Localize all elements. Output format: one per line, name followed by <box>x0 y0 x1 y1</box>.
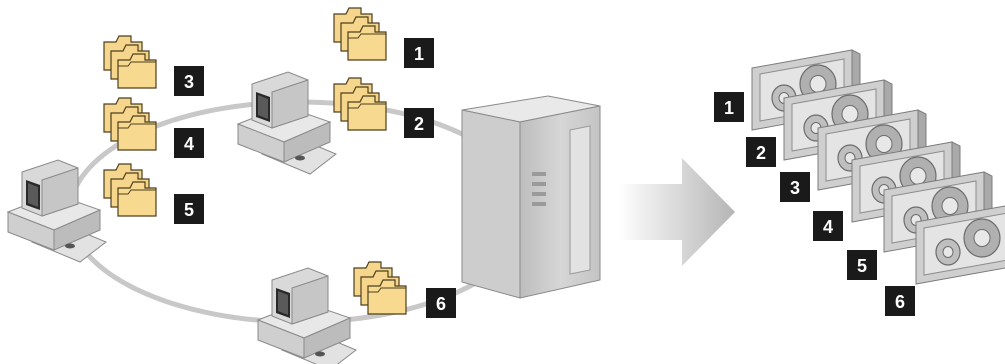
workstation-top-icon <box>237 71 337 175</box>
tape-badge-3: 3 <box>780 172 810 202</box>
folder-badge-label-2: 2 <box>414 114 424 134</box>
folder-group-3: 3 <box>103 35 204 96</box>
folder-group-4: 4 <box>103 97 204 158</box>
workstation-bottom-icon <box>257 267 357 364</box>
tape-badge-label-1: 1 <box>724 98 734 118</box>
tape-badge-label-2: 2 <box>756 143 766 163</box>
folder-badge-label-6: 6 <box>436 294 446 314</box>
workstation-left-icon <box>7 159 107 263</box>
folder-group-6: 6 <box>353 261 456 318</box>
folder-badge-4 <box>174 128 204 158</box>
folder-badge-2 <box>404 108 434 138</box>
folder-badge-6 <box>426 288 456 318</box>
tape-badge-label-3: 3 <box>790 178 800 198</box>
folder-group-5: 5 <box>103 163 204 224</box>
folder-badge-label-4: 4 <box>184 134 194 154</box>
server-tower <box>461 95 601 299</box>
tape-badge-6: 6 <box>885 286 915 316</box>
folder-badge-label-5: 5 <box>184 200 194 220</box>
tape-badge-5: 5 <box>847 250 877 280</box>
tape-badge-4: 4 <box>813 211 843 241</box>
folder-badge-1 <box>404 38 434 68</box>
folder-group-2: 2 <box>333 77 434 138</box>
tape-badge-1: 1 <box>714 92 744 122</box>
folder-group-1: 1 <box>333 7 434 68</box>
folder-badge-label-3: 3 <box>184 72 194 92</box>
transfer-arrow-icon <box>618 158 735 266</box>
folder-badge-3 <box>174 66 204 96</box>
folder-badge-5 <box>174 194 204 224</box>
tape-badge-label-4: 4 <box>823 217 833 237</box>
tape-badge-label-5: 5 <box>857 256 867 276</box>
tape-badge-2: 2 <box>746 137 776 167</box>
folder-badge-label-1: 1 <box>414 44 424 64</box>
tape-badge-label-6: 6 <box>895 292 905 312</box>
